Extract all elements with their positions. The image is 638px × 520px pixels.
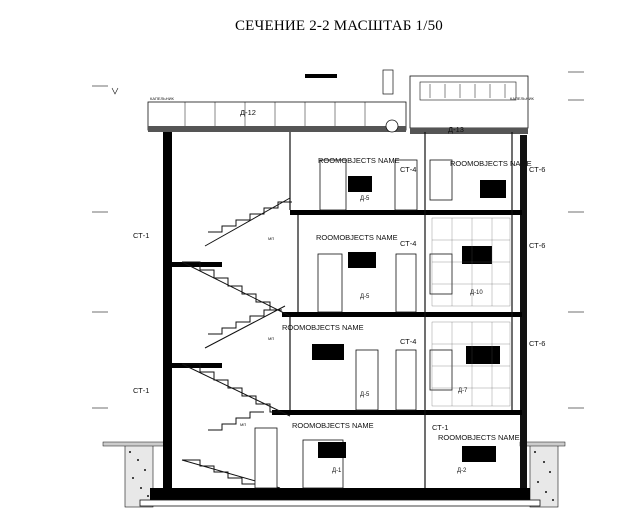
tag-mp-b: МП [268,336,274,341]
right-wall [520,135,527,488]
door-d12: Д-12 [240,108,256,117]
left-wall [163,132,172,488]
foundation-slab [150,488,530,500]
door-d5-a: Д-5 [360,196,370,202]
tag-mp-c: МП [240,422,246,427]
door-d5-c: Д-5 [360,392,370,398]
stairs [181,197,292,489]
wall-st4-b: СТ-4 [400,239,416,248]
bathroom-tiles [431,217,511,407]
door-d1: Д-1 [332,468,342,474]
partitions [289,132,513,488]
wall-st1-c: СТ-1 [432,423,448,432]
room-label-3a: ROOMOBJECTS NAME [318,156,400,165]
wall-st1-b: СТ-1 [133,386,149,395]
level-markers [92,71,584,409]
wall-st4-a: СТ-4 [400,165,416,174]
wall-st1-a: СТ-1 [133,231,149,240]
wall-st4-c: СТ-4 [400,337,416,346]
room-label-3b: ROOMOBJECTS NAME [450,159,532,168]
room-label-1a: ROOMOBJECTS NAME [282,323,364,332]
door-d10: Д-10 [470,290,483,296]
door-d7: Д-7 [458,388,468,394]
labels: ROOMOBJECTS NAME ROOMOBJECTS NAME ROOMOB… [133,96,545,474]
roof-tag-left: КАПЕЛЬНИК [150,96,175,101]
room-label-0a: ROOMOBJECTS NAME [292,421,374,430]
wall-st6-b: СТ-6 [529,241,545,250]
door-d5-b: Д-5 [360,294,370,300]
furniture [312,176,506,462]
floor-slabs [172,210,522,415]
wall-st6-c: СТ-6 [529,339,545,348]
room-label-0b: ROOMOBJECTS NAME [438,433,520,442]
roof [147,69,529,134]
wall-st6-a: СТ-6 [529,165,545,174]
roof-tag-right: КАПЕЛЬНИК [510,96,535,101]
room-label-2a: ROOMOBJECTS NAME [316,233,398,242]
drawing-title: СЕЧЕНИЕ 2-2 МАСШТАБ 1/50 [234,18,444,34]
door-d13: Д-13 [448,125,464,134]
door-d2: Д-2 [457,468,467,474]
tag-mp-a: МП [268,236,274,241]
